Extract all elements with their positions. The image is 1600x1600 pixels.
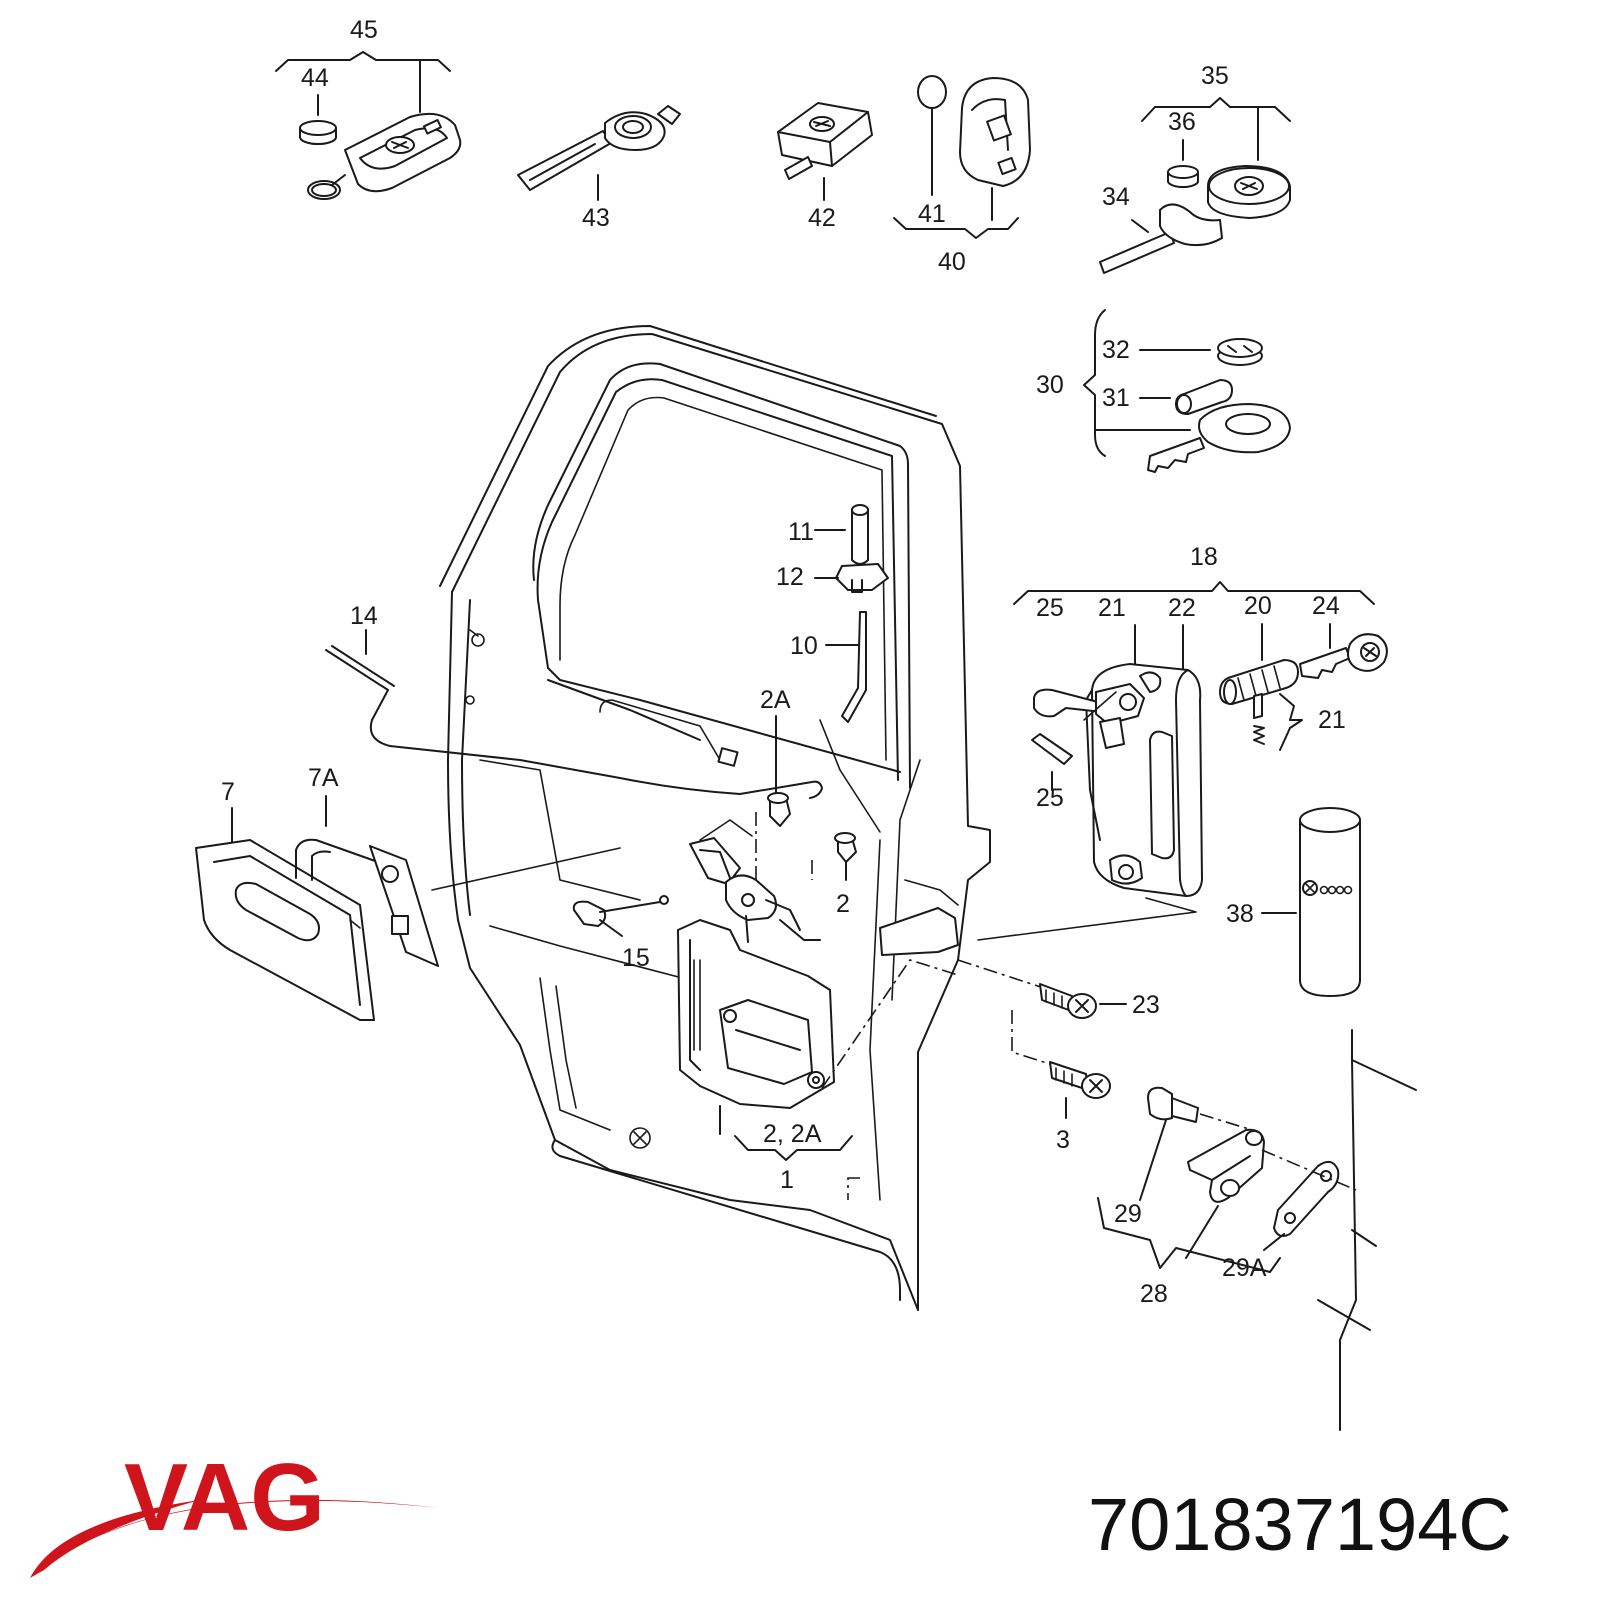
callout-11: 11 — [788, 518, 814, 546]
battery-cap-part-36 — [1167, 165, 1199, 188]
screw-part-3 — [1049, 1061, 1111, 1099]
callout-25b: 25 — [1036, 784, 1064, 812]
callout-28: 28 — [1140, 1280, 1168, 1308]
callout-22: 22 — [1168, 594, 1196, 622]
operating-rod-part-14 — [325, 645, 823, 799]
cap-part-32 — [1217, 338, 1263, 366]
door-shell — [439, 325, 991, 1311]
callout-7A: 7A — [308, 764, 339, 792]
callout-12: 12 — [776, 563, 804, 591]
callout-group-2-2A — [734, 1135, 853, 1161]
clip-part-2A — [767, 792, 791, 827]
callout-2: 2 — [836, 890, 850, 918]
callout-14: 14 — [350, 602, 378, 630]
callout-group-18 — [1013, 581, 1375, 605]
brand-name: VAG — [124, 1444, 325, 1551]
callout-23: 23 — [1132, 991, 1160, 1019]
lock-cylinder-part-20 — [1219, 659, 1299, 705]
callout-38: 38 — [1226, 900, 1254, 928]
part-number: 701837194C — [1088, 1483, 1512, 1566]
spring-part-21 — [1253, 693, 1303, 751]
callout-18: 18 — [1190, 543, 1218, 571]
callout-25a: 25 — [1036, 594, 1064, 622]
screw-part-23 — [1039, 983, 1097, 1019]
door-lock-mechanism-part-1 — [677, 819, 835, 1109]
callout-20: 20 — [1244, 592, 1272, 620]
lock-rod-part-10 — [841, 611, 867, 723]
callout-2-2A: 2, 2A — [763, 1120, 822, 1148]
callout-group-30 — [1083, 309, 1106, 457]
callout-29: 29 — [1114, 1200, 1142, 1228]
remote-module-part-35 — [1207, 165, 1291, 219]
callout-32: 32 — [1102, 336, 1130, 364]
shim-part-29A — [1273, 1160, 1340, 1237]
key-blade-part-43 — [517, 105, 681, 201]
insert-part-31 — [1175, 379, 1233, 415]
lever-part-21 — [1033, 671, 1162, 749]
handle-bracket-part-7A — [295, 838, 439, 967]
callout-42: 42 — [808, 204, 836, 232]
pin-part-25 — [1031, 733, 1073, 765]
callout-2A: 2A — [760, 686, 791, 714]
callout-31: 31 — [1102, 384, 1130, 412]
callout-43: 43 — [582, 204, 610, 232]
callout-group-40 — [893, 217, 1019, 239]
clip-part-2 — [834, 832, 857, 863]
callout-29A: 29A — [1222, 1254, 1267, 1282]
callout-36: 36 — [1168, 108, 1196, 136]
b-pillar-outline — [1317, 1029, 1417, 1431]
callout-44: 44 — [301, 64, 329, 92]
remote-key-part-45 — [307, 112, 462, 200]
key-housing-part-40 — [959, 77, 1031, 221]
callout-7: 7 — [221, 778, 235, 806]
callout-21a: 21 — [1098, 594, 1126, 622]
callout-41: 41 — [918, 200, 946, 228]
key-part-30 — [1147, 403, 1291, 473]
callout-15: 15 — [622, 944, 650, 972]
callout-40: 40 — [938, 248, 966, 276]
callout-group-35 — [1141, 97, 1291, 122]
callout-24: 24 — [1312, 592, 1340, 620]
striker-pin-part-29 — [1147, 1086, 1199, 1123]
callout-10: 10 — [790, 632, 818, 660]
callout-group-45 — [275, 51, 451, 116]
lock-knob-part-11 — [851, 504, 869, 565]
striker-plate-part-28 — [1187, 1128, 1265, 1203]
key-blade-part-34 — [1099, 203, 1223, 274]
inner-handle-part-7 — [195, 839, 375, 1021]
callout-1: 1 — [780, 1166, 794, 1194]
vag-logo: VAG — [30, 1444, 440, 1578]
callout-group-28 — [1097, 1197, 1281, 1273]
callout-45: 45 — [350, 16, 378, 44]
callout-30: 30 — [1036, 371, 1064, 399]
callout-3: 3 — [1056, 1126, 1070, 1154]
callout-21b: 21 — [1318, 706, 1346, 734]
key-part-24 — [1299, 633, 1388, 679]
battery-cap-part-44 — [299, 120, 337, 145]
callout-34: 34 — [1102, 183, 1130, 211]
cover-part-41 — [917, 75, 947, 196]
clip-part-15 — [572, 895, 669, 927]
lubricant-can-part-38 — [1299, 807, 1361, 997]
callout-35: 35 — [1201, 62, 1229, 90]
grommet-part-12 — [835, 563, 889, 593]
key-head-part-42 — [777, 102, 873, 201]
